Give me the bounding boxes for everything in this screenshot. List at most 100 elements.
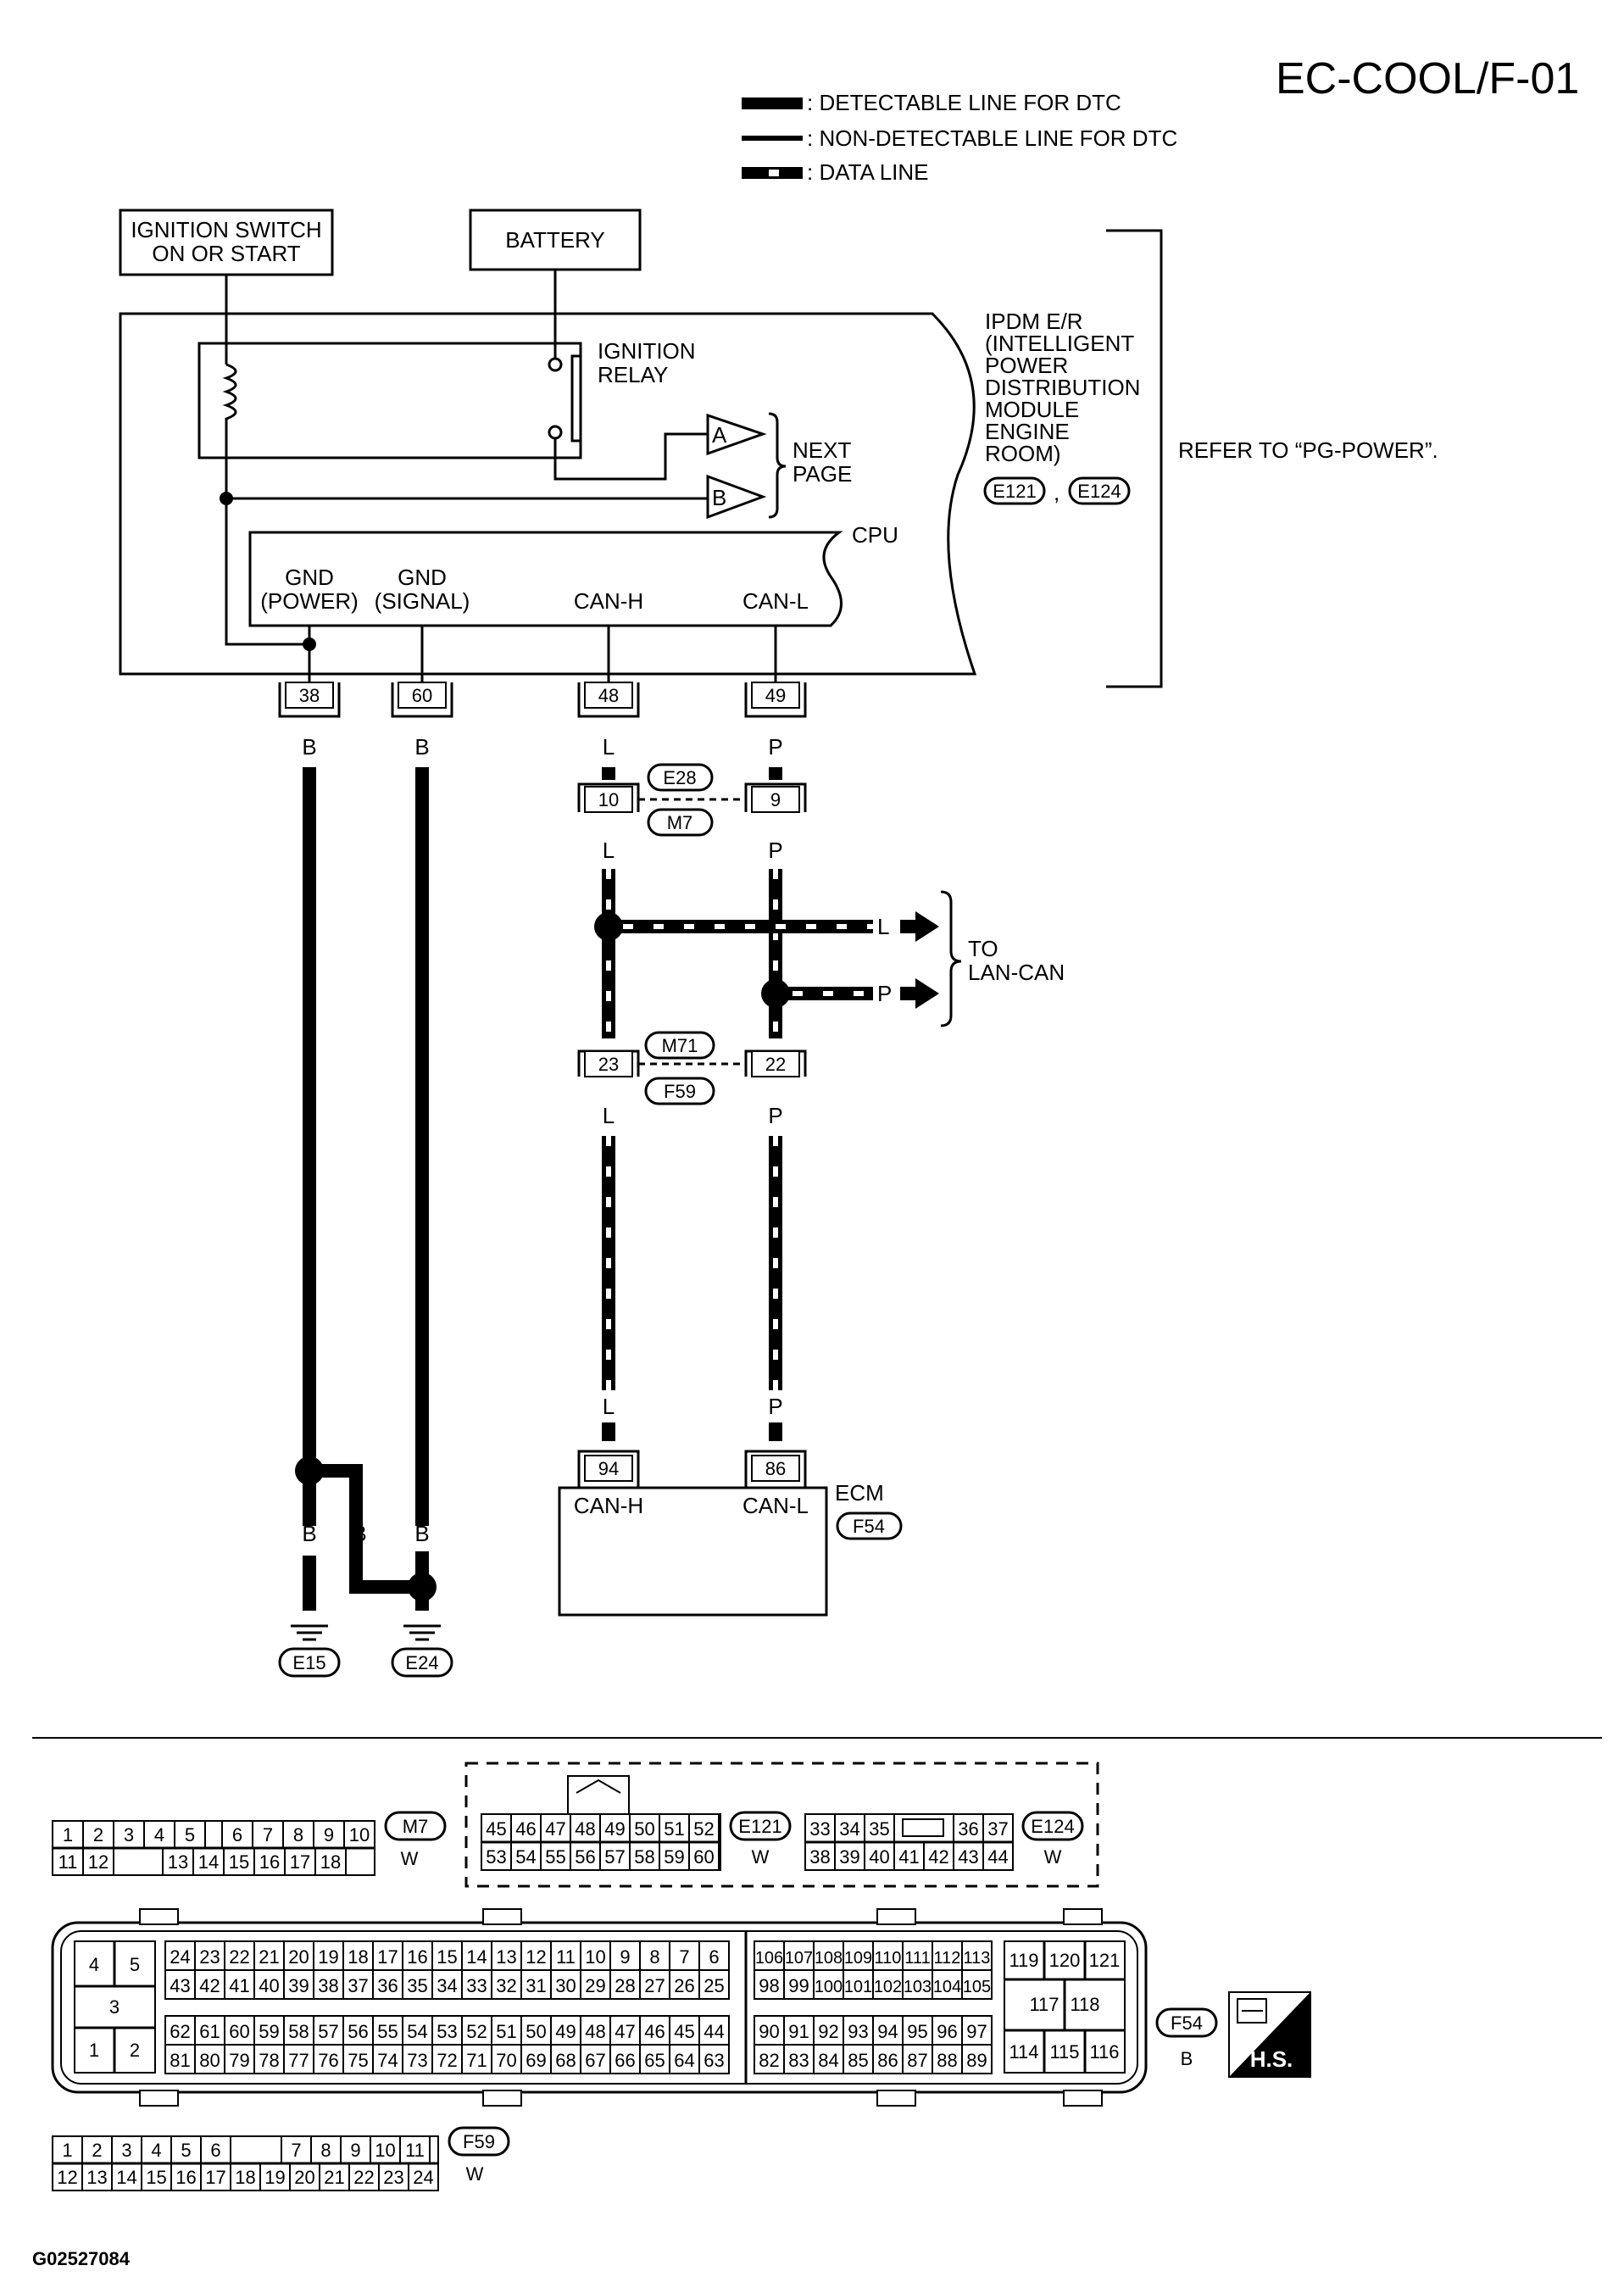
- connector-terminal-number: 111: [904, 1949, 930, 1968]
- connector-terminal-number: 77: [288, 2050, 309, 2071]
- connector-terminal-number: 33: [809, 1818, 830, 1840]
- pin-48: 48: [577, 682, 640, 718]
- pin-38: 38: [278, 682, 341, 718]
- connector-terminal-number: 70: [496, 2050, 516, 2071]
- lancan-label-1: TO: [968, 936, 998, 961]
- connector-terminal-number: 5: [181, 2140, 191, 2161]
- connector-terminal-number: 16: [407, 1946, 427, 1968]
- connector-terminal-number: 35: [869, 1818, 889, 1840]
- connector-terminal-number: 8: [293, 1824, 303, 1845]
- connector-terminal-number: 112: [934, 1949, 961, 1968]
- connector-terminal-number: 6: [709, 1946, 719, 1968]
- connector-terminal-number: 80: [199, 2050, 220, 2071]
- connector-terminal-number: 42: [199, 1975, 220, 1996]
- svg-text:W: W: [1044, 1846, 1062, 1868]
- svg-text:W: W: [466, 2163, 484, 2185]
- figure-id: G02527084: [32, 2248, 131, 2269]
- connector-terminal-number: 7: [291, 2140, 301, 2161]
- connector-terminal-number: 7: [679, 1946, 689, 1968]
- connector-terminal-number: 17: [377, 1946, 398, 1968]
- connector-terminal-number: 87: [907, 2050, 927, 2071]
- connector-terminal-number: 37: [987, 1818, 1008, 1840]
- connector-terminal-number: 50: [526, 2021, 546, 2042]
- wire-color-b-60: B: [414, 734, 429, 760]
- svg-text:48: 48: [598, 685, 619, 706]
- relay-label-2: RELAY: [598, 362, 668, 387]
- svg-text:E124: E124: [1077, 481, 1121, 502]
- connector-terminal-number: 75: [348, 2050, 368, 2071]
- connector-terminal-number: 45: [674, 2021, 694, 2042]
- connector-terminal-number: 31: [526, 1975, 546, 1996]
- connector-terminal-number: 53: [486, 1846, 506, 1868]
- svg-text:P: P: [877, 981, 892, 1006]
- svg-text:23: 23: [598, 1054, 619, 1075]
- connector-terminal-number: 21: [259, 1946, 279, 1968]
- connector-terminal-number: 46: [515, 1818, 536, 1840]
- ipdm-module-outline: [119, 312, 977, 676]
- connector-terminal-number: 9: [350, 2140, 360, 2161]
- connector-terminal-number: 53: [437, 2021, 457, 2042]
- connector-terminal-number: 15: [146, 2167, 166, 2188]
- connector-terminal-number: 14: [466, 1946, 487, 1968]
- connector-terminal-number: 41: [229, 1975, 249, 1996]
- legend-detectable-text: : DETECTABLE LINE FOR DTC: [807, 90, 1121, 115]
- ecm-label: ECM: [835, 1480, 884, 1506]
- svg-text:ON OR START: ON OR START: [152, 241, 300, 266]
- connector-terminal-number: 10: [349, 1824, 370, 1845]
- ground-symbol-e15: E15: [278, 1624, 341, 1678]
- connector-terminal-number: 57: [318, 2021, 338, 2042]
- connector-terminal-number: 54: [407, 2021, 427, 2042]
- connector-terminal-number: 78: [259, 2050, 279, 2071]
- connector-terminal-number: 5: [185, 1824, 195, 1845]
- connector-terminal-number: 43: [170, 1975, 190, 1996]
- pin-60: 60: [391, 682, 453, 718]
- connector-terminal-number: 108: [815, 1949, 843, 1968]
- pin-94: 94: [577, 1450, 640, 1488]
- connector-terminal-number: 106: [755, 1949, 783, 1968]
- pin-10: 10: [577, 782, 640, 813]
- conn-tag-f54-ecm: [836, 1511, 903, 1540]
- connector-terminal-number: 55: [545, 1846, 565, 1868]
- connector-terminal-number: 39: [839, 1846, 859, 1868]
- connector-terminal-number: 83: [788, 2050, 809, 2071]
- svg-text:2: 2: [130, 2040, 140, 2061]
- svg-text:GND: GND: [398, 565, 447, 590]
- lancan-label-2: LAN-CAN: [968, 960, 1065, 985]
- connector-terminal-number: 15: [229, 1851, 249, 1873]
- connector-terminal-number: 11: [58, 1851, 78, 1873]
- connector-terminal-number: 69: [526, 2050, 546, 2071]
- connector-terminal-number: 37: [348, 1975, 368, 1996]
- connector-terminal-number: 9: [324, 1824, 334, 1845]
- harness-side-badge: H.S.: [1228, 1991, 1311, 2078]
- connector-terminal-number: 22: [353, 2167, 374, 2188]
- connector-terminal-number: 10: [375, 2140, 395, 2161]
- connector-terminal-number: 19: [318, 1946, 338, 1968]
- connector-terminal-number: 100: [815, 1978, 843, 1996]
- svg-text:22: 22: [765, 1054, 786, 1075]
- conn-tag-e28: [647, 763, 714, 792]
- connector-terminal-number: 12: [57, 2167, 77, 2188]
- connector-terminal-number: 13: [168, 1851, 188, 1873]
- connector-cavity: [961, 2044, 993, 2074]
- svg-text:B: B: [1181, 2048, 1193, 2069]
- connector-terminal-number: 10: [585, 1946, 605, 1968]
- svg-text:114: 114: [1009, 2041, 1038, 2063]
- connector-terminal-number: 85: [848, 2050, 868, 2071]
- legend: : DETECTABLE LINE FOR DTC : NON-DETECTAB…: [742, 90, 1177, 185]
- ground-symbol-e24: E24: [391, 1624, 453, 1678]
- lancan-brace: [940, 890, 962, 1027]
- connector-terminal-number: 36: [958, 1818, 978, 1840]
- connector-cavity: [82, 1847, 114, 1876]
- connector-terminal-number: 25: [704, 1975, 724, 1996]
- connector-terminal-number: 24: [170, 1946, 190, 1968]
- page-title: EC-COOL/F-01: [1276, 54, 1579, 103]
- connector-terminal-number: 1: [63, 1824, 73, 1845]
- connector-terminal-number: 29: [585, 1975, 605, 1996]
- connector-terminal-number: 28: [615, 1975, 635, 1996]
- pin-9: 9: [744, 782, 807, 813]
- connector-terminal-number: 71: [466, 2050, 487, 2071]
- connector-terminal-number: 99: [788, 1975, 809, 1996]
- connector-terminal-number: 18: [348, 1946, 368, 1968]
- connector-terminal-number: 107: [785, 1949, 813, 1968]
